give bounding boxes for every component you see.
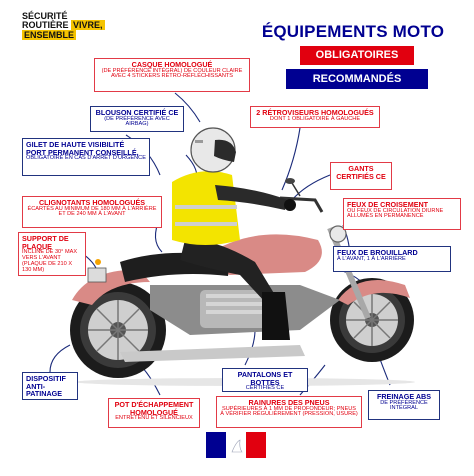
label-casque: CASQUE HOMOLOGUÉ (DE PRÉFÉRENCE INTÉGRAL… [94, 58, 250, 92]
mirror [285, 178, 295, 184]
brand-line-2b: VIVRE, [71, 20, 105, 31]
label-pneus-title: RAINURES DES PNEUS [248, 398, 330, 407]
label-pneus-sub: SUPÉRIEURES À 1 MM DE PROFONDEUR; PNEUS … [220, 405, 358, 418]
label-brouillard-sub: À L'AVANT, 1 À L'ARRIÈRE [337, 255, 406, 262]
label-casque-sub: (DE PRÉFÉRENCE INTÉGRAL) DE COULEUR CLAI… [101, 67, 243, 80]
brand-line-1: SÉCURITÉ [22, 11, 68, 21]
label-plaque: SUPPORT DE PLAQUE INCLINÉ DE 30° MAX VER… [18, 232, 86, 276]
label-pantalons-sub: CERTIFIÉS CE [245, 385, 285, 392]
label-feux-croisement-sub: OU FEUX DE CIRCULATION DIURNE ALLUMÉS EN… [347, 207, 444, 220]
label-pneus: RAINURES DES PNEUS SUPÉRIEURES À 1 MM DE… [216, 396, 362, 428]
label-pantalons-title: PANTALONS ET BOTTES [237, 370, 293, 387]
rider-legs [180, 239, 275, 302]
label-blouson: BLOUSON CERTIFIÉ CE (DE PRÉFÉRENCE AVEC … [90, 106, 184, 132]
label-gants: GANTS CERTIFIÉS CE [330, 162, 392, 190]
helmet [190, 127, 236, 173]
label-plaque-sub: INCLINÉ DE 30° MAX VERS L'AVANT (PLAQUE … [22, 249, 78, 273]
mirror-stem [291, 182, 301, 197]
label-echappement: POT D'ÉCHAPPEMENT HOMOLOGUÉ ENTRETENU ET… [108, 398, 200, 428]
label-casque-title: CASQUE HOMOLOGUÉ [131, 60, 213, 69]
label-gants-title: GANTS CERTIFIÉS CE [336, 164, 386, 181]
label-gilet-sub: OBLIGATOIRE EN CAS D'ARRÊT D'URGENCE [26, 155, 146, 162]
label-retroviseurs-title: 2 RÉTROVISEURS HOMOLOGUÉS [256, 108, 374, 117]
brand-line-2a: ROUTIÈRE [22, 20, 69, 31]
brand-line-3: ENSEMBLE [22, 29, 77, 40]
label-abs: FREINAGE ABS DE PRÉFÉRENCE INTÉGRAL [368, 390, 440, 420]
label-echappement-sub: ENTRETENU ET SILENCIEUX [115, 415, 193, 422]
engine-fins [206, 294, 264, 314]
label-clignotants-sub: ÉCARTÉS AU MINIMUM DE 180 MM À L'ARRIÈRE… [27, 205, 157, 218]
label-gilet: GILET DE HAUTE VISIBILITÉ PORT PERMANENT… [22, 138, 150, 176]
label-blouson-sub: (DE PRÉFÉRENCE AVEC AIRBAG) [104, 115, 170, 128]
rider-arm [215, 185, 288, 210]
label-gilet-title: GILET DE HAUTE VISIBILITÉ PORT PERMANENT… [26, 140, 139, 157]
handlebar [279, 196, 324, 213]
headlight [329, 225, 347, 243]
exhaust-pipe [120, 345, 305, 362]
republique-francaise-logo [206, 432, 266, 458]
label-antipatinage-title: DISPOSITIF ANTI-PATINAGE [26, 374, 66, 399]
vest-stripes [175, 205, 237, 226]
rear-plate [87, 267, 107, 283]
label-feux-croisement: FEUX DE CROISEMENT OU FEUX DE CIRCULATIO… [343, 198, 461, 230]
label-retroviseurs-sub: DONT 1 OBLIGATOIRE À GAUCHE [269, 115, 361, 122]
rider-boot [262, 292, 290, 340]
label-plaque-title: SUPPORT DE PLAQUE [22, 234, 69, 251]
label-abs-sub: DE PRÉFÉRENCE INTÉGRAL [380, 399, 428, 412]
legend-recommended: RECOMMANDÉS [286, 69, 428, 89]
page-title: ÉQUIPEMENTS MOTO [261, 22, 445, 41]
glove [284, 199, 296, 211]
label-brouillard-title: FEUX DE BROUILLARD [337, 248, 418, 257]
label-echappement-title: POT D'ÉCHAPPEMENT HOMOLOGUÉ [114, 400, 194, 417]
label-blouson-title: BLOUSON CERTIFIÉ CE [95, 108, 179, 117]
brand-logo: SÉCURITÉ ROUTIÈRE VIVRE, ENSEMBLE [22, 11, 105, 40]
engine [200, 290, 270, 328]
label-clignotants-title: CLIGNOTANTS HOMOLOGUÉS [38, 198, 146, 207]
label-antipatinage: DISPOSITIF ANTI-PATINAGE [22, 372, 78, 400]
label-brouillard: FEUX DE BROUILLARD À L'AVANT, 1 À L'ARRI… [333, 246, 451, 272]
front-fork [327, 226, 371, 320]
rear-indicator [95, 259, 101, 265]
label-feux-croisement-title: FEUX DE CROISEMENT [347, 200, 429, 209]
legend-obligatory: OBLIGATOIRES [300, 46, 414, 65]
label-retroviseurs: 2 RÉTROVISEURS HOMOLOGUÉS DONT 1 OBLIGAT… [250, 106, 380, 128]
label-pantalons: PANTALONS ET BOTTES CERTIFIÉS CE [222, 368, 308, 392]
label-abs-title: FREINAGE ABS [376, 392, 432, 401]
label-clignotants: CLIGNOTANTS HOMOLOGUÉS ÉCARTÉS AU MINIMU… [22, 196, 162, 228]
